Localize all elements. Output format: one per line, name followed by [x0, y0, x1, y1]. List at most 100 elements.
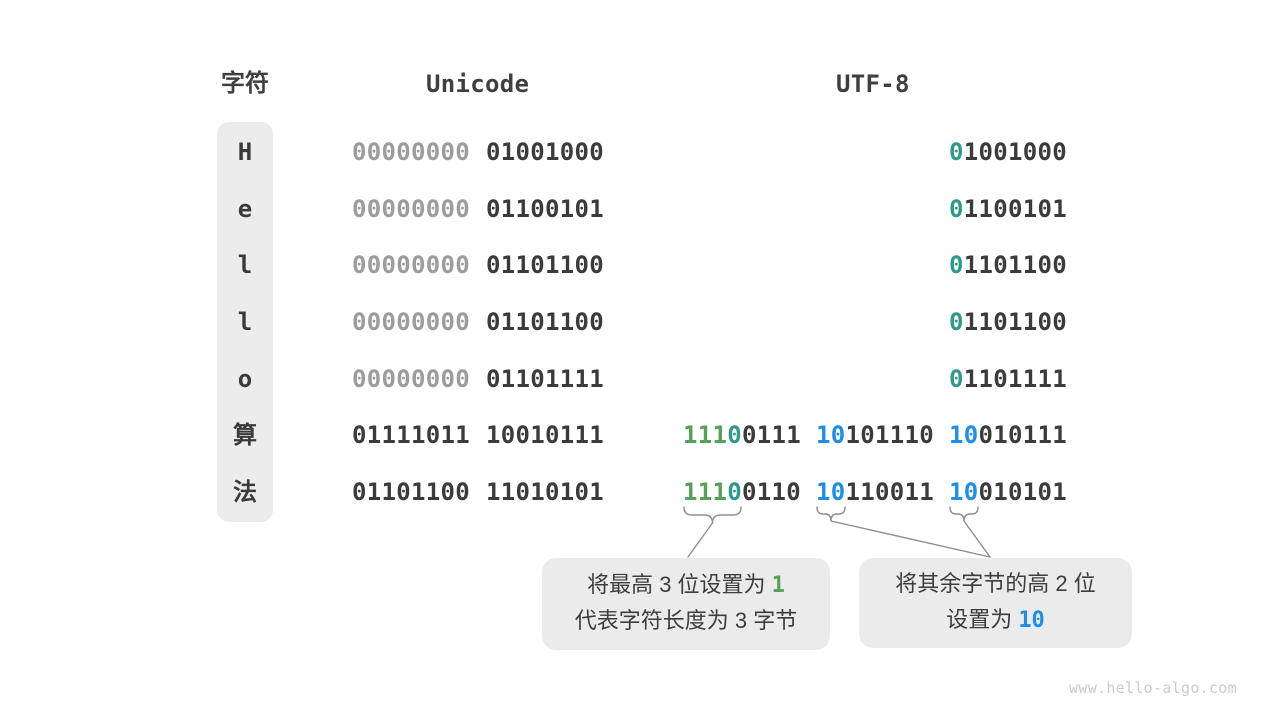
utf8-byte-2: 10101110: [816, 420, 934, 450]
utf8-byte: 01101100: [949, 307, 1067, 337]
unicode-high-byte: 01111011: [352, 421, 470, 449]
callout-text: 代表字符长度为 3 字节: [574, 608, 798, 633]
column-header-character: 字符: [221, 70, 269, 97]
utf8-byte-3: 10010111: [949, 420, 1067, 450]
data-bits: 1100101: [963, 195, 1067, 223]
continuation-prefix-bits: 10: [816, 421, 846, 449]
table-row: 法 01101100 11010101 11100110 10110011 10…: [0, 477, 1280, 507]
callout-text: 将其余字节的高 2 位: [895, 571, 1096, 596]
data-bits: 1101100: [963, 251, 1067, 279]
zero-prefix-bit: 0: [949, 195, 964, 223]
character-cell: o: [237, 365, 253, 393]
table-row: l 00000000 01101100 01101100: [0, 307, 1280, 337]
character-cell: l: [237, 251, 253, 279]
underbrace-continuation-2: [949, 506, 979, 522]
utf8-byte: 01100101: [949, 194, 1067, 224]
connector-line-right: [963, 520, 991, 558]
unicode-low-byte: 01101100: [486, 251, 604, 279]
unicode-low-byte: 01101111: [486, 365, 604, 393]
utf8-byte-1: 11100111: [683, 420, 801, 450]
callout-text: 设置为: [946, 607, 1019, 632]
connector-line-left: [687, 522, 714, 558]
utf8-bytes: 11100110 10110011 10010101: [683, 477, 1067, 507]
callout-line: 代表字符长度为 3 字节: [542, 603, 830, 639]
zero-prefix-bit: 0: [949, 138, 964, 166]
utf8-bytes: 01101111: [949, 364, 1067, 394]
unicode-bytes: 01101100 11010101: [352, 477, 604, 507]
data-bits: 0111: [742, 421, 801, 449]
unicode-low-byte: 01001000: [486, 138, 604, 166]
connector-line-mid: [830, 520, 991, 558]
character-cell: l: [237, 308, 253, 336]
zero-prefix-bit: 0: [949, 308, 964, 336]
zero-prefix-bit: 0: [949, 365, 964, 393]
unicode-low-byte: 11010101: [486, 478, 604, 506]
utf8-byte: 01101100: [949, 250, 1067, 280]
unicode-bytes: 00000000 01101100: [352, 250, 604, 280]
callout-continuation-prefix: 将其余字节的高 2 位 设置为 10: [859, 558, 1132, 648]
callout-text: 将最高 3 位设置为: [587, 572, 772, 597]
length-prefix-bits: 111: [683, 421, 728, 449]
underbrace-length-prefix: [683, 506, 742, 524]
data-bits: 0110: [742, 478, 801, 506]
data-bits: 1001000: [963, 138, 1067, 166]
highlight-one: 1: [771, 573, 785, 598]
utf8-bytes: 11100111 10101110 10010111: [683, 420, 1067, 450]
unicode-high-byte: 00000000: [352, 195, 470, 223]
utf8-byte: 01001000: [949, 137, 1067, 167]
utf8-bytes: 01101100: [949, 307, 1067, 337]
unicode-bytes: 00000000 01101111: [352, 364, 604, 394]
data-bits: 1101100: [963, 308, 1067, 336]
underbrace-continuation-1: [816, 506, 846, 522]
table-row: l 00000000 01101100 01101100: [0, 250, 1280, 280]
data-bits: 101110: [845, 421, 934, 449]
length-prefix-bits: 111: [683, 478, 728, 506]
zero-prefix-bit: 0: [727, 478, 742, 506]
character-cell: e: [237, 195, 253, 223]
unicode-low-byte: 01100101: [486, 195, 604, 223]
watermark: www.hello-algo.com: [1069, 679, 1237, 697]
utf8-byte-1: 11100110: [683, 477, 801, 507]
continuation-prefix-bits: 10: [816, 478, 846, 506]
table-row: e 00000000 01100101 01100101: [0, 194, 1280, 224]
callout-line: 将最高 3 位设置为 1: [542, 567, 830, 603]
callout-line: 设置为 10: [859, 602, 1132, 638]
character-column-background: [217, 122, 273, 522]
unicode-bytes: 01111011 10010111: [352, 420, 604, 450]
zero-prefix-bit: 0: [949, 251, 964, 279]
unicode-low-byte: 10010111: [486, 421, 604, 449]
utf8-byte-2: 10110011: [816, 477, 934, 507]
table-row: 算 01111011 10010111 11100111 10101110 10…: [0, 420, 1280, 450]
unicode-high-byte: 00000000: [352, 308, 470, 336]
data-bits: 110011: [845, 478, 934, 506]
zero-prefix-bit: 0: [727, 421, 742, 449]
unicode-high-byte: 00000000: [352, 251, 470, 279]
utf8-bytes: 01101100: [949, 250, 1067, 280]
character-cell: H: [237, 138, 253, 166]
table-row: H 00000000 01001000 01001000: [0, 137, 1280, 167]
unicode-high-byte: 01101100: [352, 478, 470, 506]
unicode-bytes: 00000000 01001000: [352, 137, 604, 167]
continuation-prefix-bits: 10: [949, 478, 979, 506]
column-header-unicode: Unicode: [426, 70, 530, 98]
table-row: o 00000000 01101111 01101111: [0, 364, 1280, 394]
callout-line: 将其余字节的高 2 位: [859, 566, 1132, 602]
character-cell: 算: [233, 421, 257, 449]
utf8-bytes: 01100101: [949, 194, 1067, 224]
highlight-one-zero: 10: [1018, 608, 1045, 633]
unicode-bytes: 00000000 01101100: [352, 307, 604, 337]
column-header-utf8: UTF-8: [836, 70, 910, 98]
utf8-bytes: 01001000: [949, 137, 1067, 167]
unicode-high-byte: 00000000: [352, 365, 470, 393]
utf8-byte: 01101111: [949, 364, 1067, 394]
callout-length-prefix: 将最高 3 位设置为 1 代表字符长度为 3 字节: [542, 558, 830, 650]
character-cell: 法: [233, 478, 257, 506]
data-bits: 1101111: [963, 365, 1067, 393]
unicode-low-byte: 01101100: [486, 308, 604, 336]
continuation-prefix-bits: 10: [949, 421, 979, 449]
unicode-high-byte: 00000000: [352, 138, 470, 166]
unicode-bytes: 00000000 01100101: [352, 194, 604, 224]
data-bits: 010111: [978, 421, 1067, 449]
utf8-byte-3: 10010101: [949, 477, 1067, 507]
data-bits: 010101: [978, 478, 1067, 506]
